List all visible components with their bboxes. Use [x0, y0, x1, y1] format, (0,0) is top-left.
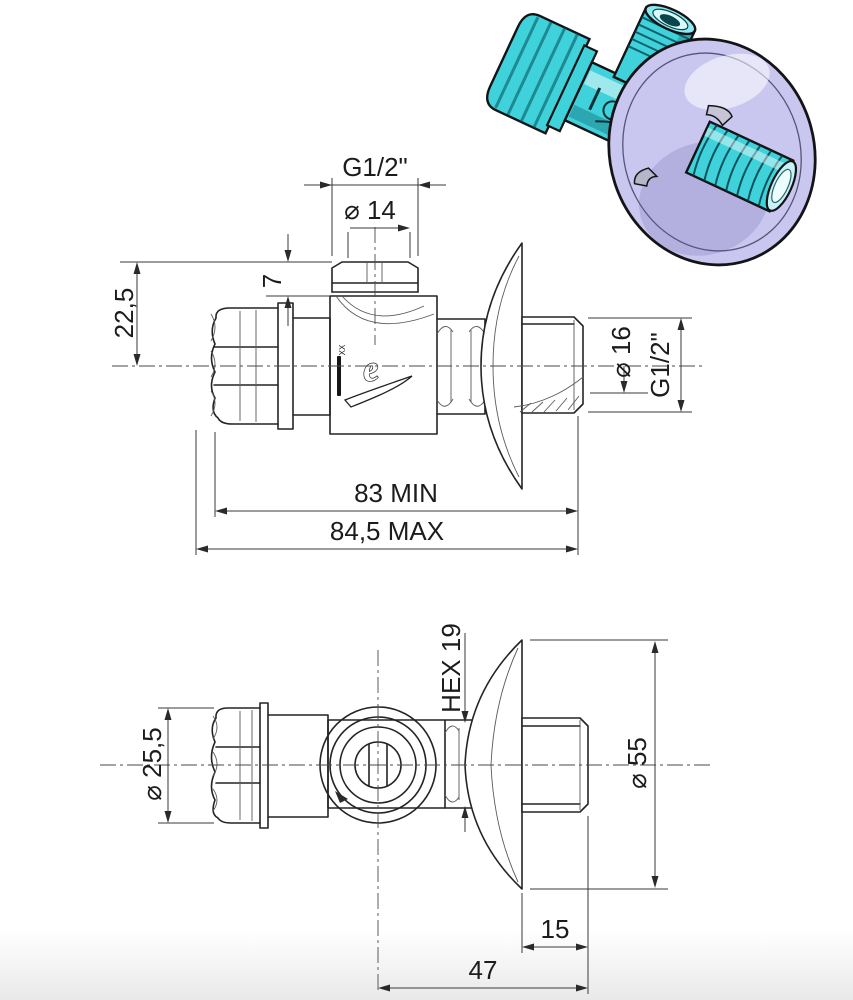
dim-dia55: ⌀ 55 — [530, 639, 668, 890]
dim-47: 47 — [378, 816, 589, 994]
logo-letter: e — [360, 348, 381, 390]
dim-offset7: 7 — [120, 234, 332, 326]
rosette-top — [464, 639, 523, 890]
dim-15: 15 — [521, 893, 588, 953]
hex-nut-side — [436, 318, 486, 415]
adapter-side — [292, 317, 331, 416]
dim-dia255: ⌀ 25,5 — [137, 707, 214, 824]
dim-dia14: ⌀ 14 — [340, 191, 411, 258]
dim-label-47: 47 — [469, 955, 498, 985]
render-retainer-tab-bottom — [633, 167, 659, 187]
dim-label-dia14: ⌀ 14 — [344, 195, 396, 225]
dim-845max: 84,5 MAX — [195, 430, 578, 555]
render-outlet-thread — [633, 104, 798, 213]
dim-label-dia255: ⌀ 25,5 — [137, 727, 167, 800]
dim-hex19: HEX 19 — [436, 623, 469, 832]
dim-label-7: 7 — [257, 274, 287, 288]
brand-text-smudge — [337, 356, 341, 396]
render-retainer-tab-top — [705, 104, 733, 127]
dim-dia16: ⌀ 16 — [590, 326, 648, 394]
render-port-bore — [659, 14, 681, 27]
detail-arrow — [335, 791, 348, 803]
dim-label-15: 15 — [541, 914, 570, 944]
dim-g12-right: G1/2" — [588, 317, 692, 413]
dim-label-dia55: ⌀ 55 — [622, 737, 652, 789]
dim-g12-top: G1/2" — [304, 152, 446, 256]
dim-label-225: 22,5 — [109, 288, 139, 339]
dim-label-83min: 83 MIN — [354, 478, 438, 508]
dim-height225: 22,5 — [109, 262, 141, 366]
dim-83min: 83 MIN — [214, 416, 579, 555]
brand-logo: e XX — [337, 344, 413, 408]
valve-body-side — [329, 295, 438, 435]
male-thread-side — [513, 316, 584, 414]
top-view: HEX 19 ⌀ 25,5 ⌀ 55 15 47 — [100, 623, 710, 994]
dim-label-845max: 84,5 MAX — [330, 516, 444, 546]
union-nut-top — [210, 702, 269, 829]
dim-label-dia16: ⌀ 16 — [606, 326, 636, 378]
dim-label-g12-top: G1/2" — [342, 152, 408, 182]
adapter-top — [267, 714, 329, 818]
brand-mark: XX — [338, 344, 347, 355]
screw-slot — [368, 743, 388, 787]
side-view: e XX G1/2" ⌀ 14 7 — [109, 152, 704, 555]
dim-label-g12-right: G1/2" — [645, 332, 675, 398]
dim-label-hex19: HEX 19 — [436, 623, 466, 713]
logo-swoosh-icon — [343, 375, 413, 408]
render-3d — [485, 3, 817, 267]
